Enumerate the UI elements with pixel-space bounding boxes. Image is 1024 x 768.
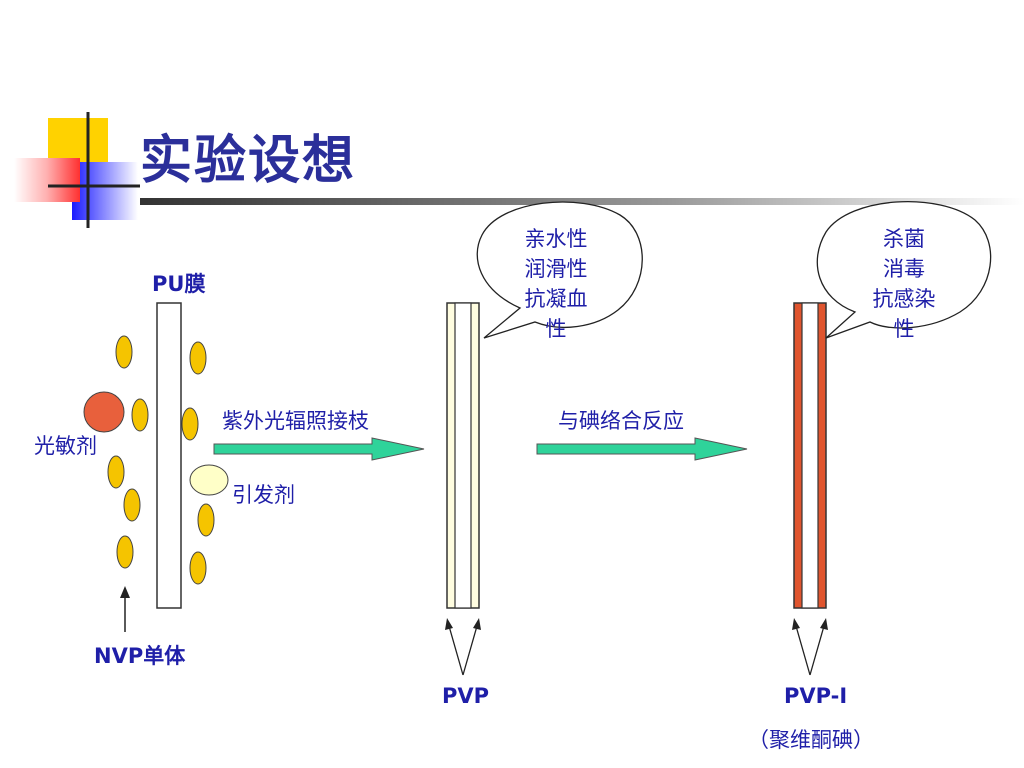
- pvp-properties-text: 亲水性 润滑性 抗凝血 性: [508, 224, 604, 344]
- property-line: 消毒: [883, 257, 925, 281]
- uv-grafting-arrow: [213, 437, 425, 461]
- nvp-monomers: [107, 335, 215, 585]
- logo-block: [14, 112, 140, 228]
- pvpi-core-layer: [801, 302, 819, 609]
- pvpi-properties-bubble: [816, 200, 992, 339]
- pvp-core-layer: [454, 302, 472, 609]
- pu-membrane-label: PU膜: [152, 272, 206, 296]
- iodine-complex-label: 与碘络合反应: [558, 409, 684, 433]
- pu-membrane: [156, 302, 182, 609]
- title-rule: [140, 198, 1024, 205]
- pvp-i-label: PVP-I: [784, 684, 848, 708]
- monomer-particle: [123, 488, 141, 522]
- pvpi-pointer: [792, 618, 828, 676]
- initiator-label: 引发剂: [232, 483, 295, 507]
- monomer-particle: [131, 398, 149, 432]
- property-line: 性: [545, 317, 567, 341]
- logo-red-square: [14, 158, 80, 202]
- nvp-monomer-label: NVP单体: [94, 644, 186, 668]
- property-line: 性: [893, 317, 915, 341]
- pvpi-properties-text: 杀菌 消毒 抗感染 性: [856, 224, 952, 344]
- pvp-label: PVP: [442, 684, 490, 708]
- initiator-particle: [189, 464, 229, 496]
- property-line: 杀菌: [883, 227, 925, 251]
- pvpi-membrane: [793, 302, 827, 609]
- property-line: 抗凝血: [524, 287, 588, 311]
- monomer-particle: [116, 535, 134, 569]
- property-line: 亲水性: [524, 227, 588, 251]
- povidone-iodine-label: （聚维酮碘）: [748, 728, 874, 752]
- iodine-complex-arrow: [536, 437, 748, 461]
- logo-blue-square: [72, 162, 138, 220]
- monomer-particle: [107, 455, 125, 489]
- nvp-pointer-head: [120, 586, 130, 598]
- monomer-particle: [181, 407, 199, 441]
- uv-grafting-label: 紫外光辐照接枝: [222, 409, 369, 433]
- property-line: 润滑性: [524, 257, 588, 281]
- monomer-particle: [197, 503, 215, 537]
- slide-title: 实验设想: [140, 130, 357, 191]
- photosensitizer-particle: [83, 391, 125, 433]
- monomer-particle: [189, 341, 207, 375]
- monomer-particle: [189, 551, 207, 585]
- photosensitizer-label: 光敏剂: [34, 434, 97, 458]
- pvp-pointer: [445, 618, 481, 676]
- pvp-properties-bubble: [476, 201, 643, 339]
- pvp-membrane: [446, 302, 480, 609]
- monomer-particle: [115, 335, 133, 369]
- property-line: 抗感染: [872, 287, 936, 311]
